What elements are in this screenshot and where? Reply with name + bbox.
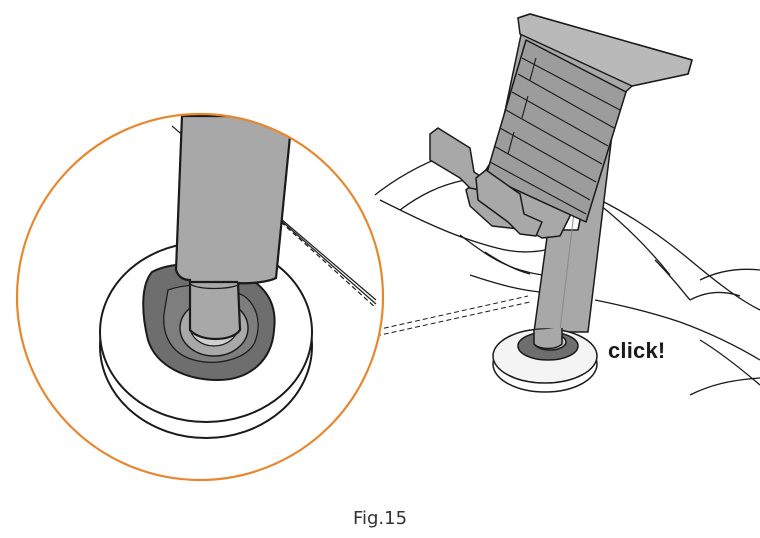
figure-caption: Fig.15	[352, 508, 408, 529]
highlight-circle	[15, 112, 385, 482]
base-socket-icon	[492, 328, 598, 393]
tablet-holder-icon	[429, 13, 693, 333]
mounting-post-icon	[174, 114, 294, 341]
seat-outline	[374, 149, 760, 396]
callout-leader-lines	[375, 295, 531, 337]
click-callout: click!	[608, 338, 666, 363]
